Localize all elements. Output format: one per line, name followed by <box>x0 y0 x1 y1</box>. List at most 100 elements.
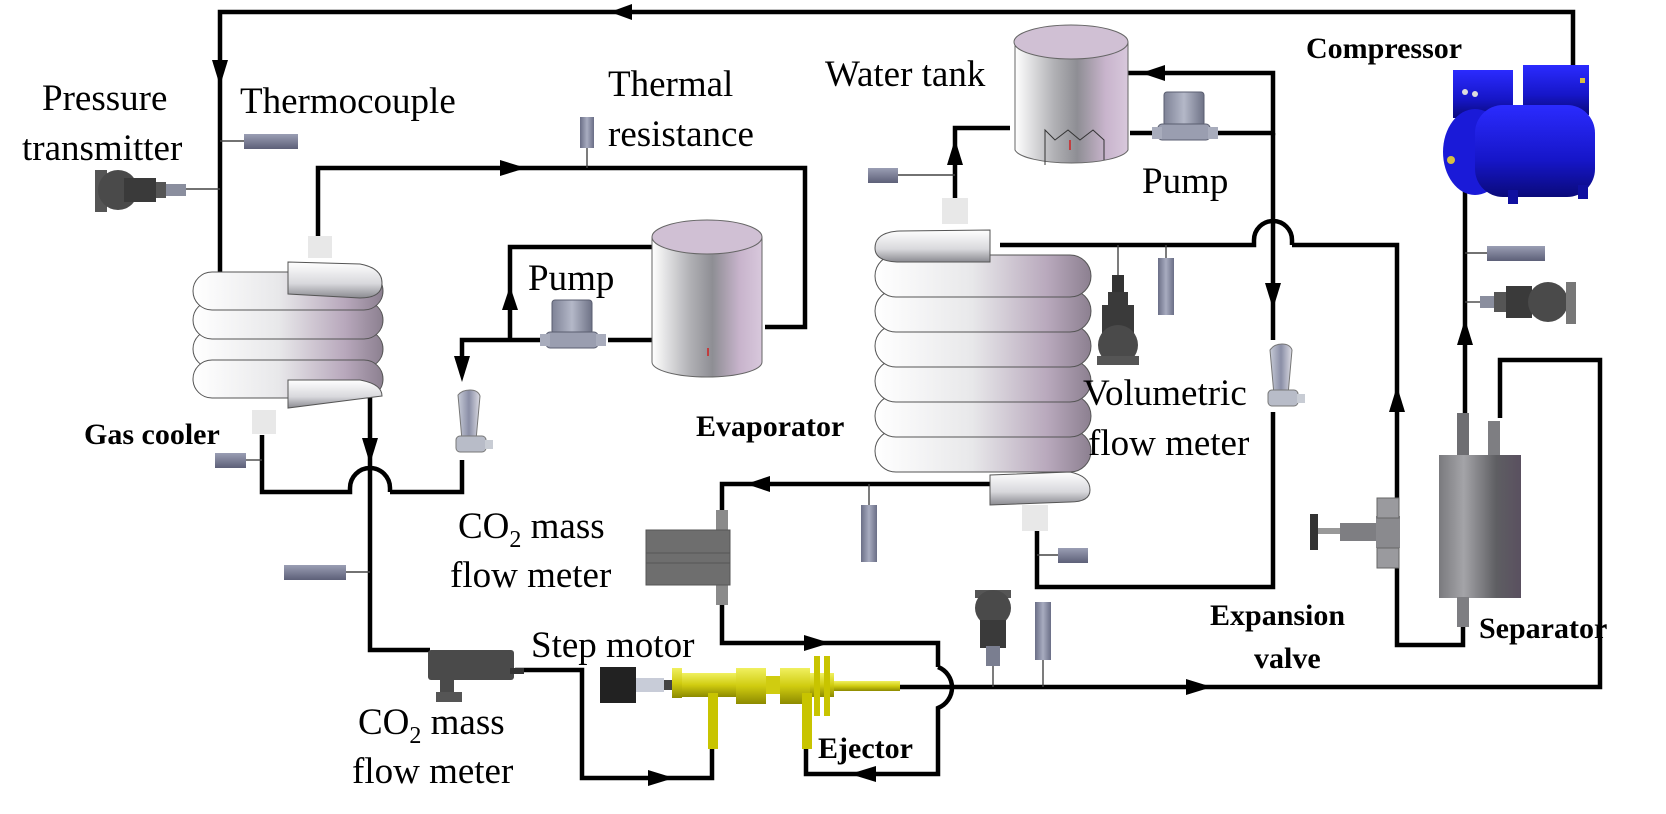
label-pump-left: Pump <box>528 258 614 299</box>
label-volumetric-flow-meter: Volumetric <box>1083 373 1247 414</box>
sensor-rod-icon <box>1058 548 1088 563</box>
label-pump-upper: Pump <box>1142 161 1228 202</box>
pressure-gauge-icon <box>1480 282 1576 324</box>
pump-icon <box>1152 91 1218 141</box>
pipe-cold-water-in <box>390 460 465 495</box>
label-expansion-valve: Expansion <box>1210 599 1345 632</box>
flow-arrow <box>212 60 228 86</box>
flow-arrow <box>1141 65 1165 81</box>
pipe-water-return <box>1034 412 1276 590</box>
label-thermocouple: Thermocouple <box>240 81 456 122</box>
sensor-rod-icon <box>1158 258 1174 315</box>
label-co2-mass-flow-meter-upper: CO2 mass <box>458 506 605 553</box>
flow-meter-icon <box>428 650 524 702</box>
pressure-gauge-icon <box>975 590 1011 666</box>
label-step-motor: Step motor <box>531 625 694 666</box>
label-ejector: Ejector <box>818 732 913 765</box>
label-co2-mass-flow-meter-lower: flow meter <box>352 751 513 792</box>
label-volumetric-flow-meter: flow meter <box>1088 423 1249 464</box>
label-water-tank: Water tank <box>825 54 986 95</box>
label-co2-mass-flow-meter-lower: CO2 mass <box>358 702 505 749</box>
sensor-rod-icon <box>244 134 298 149</box>
label-thermal-resistance: Thermal <box>608 64 733 105</box>
valve-icon <box>1310 497 1400 569</box>
sensor-rod-icon <box>580 117 594 148</box>
water-tank-left[interactable] <box>651 219 763 378</box>
pressure-transmitter-left[interactable] <box>95 170 186 212</box>
pressure-transmitter-compressor[interactable] <box>1480 282 1576 324</box>
pipe-gascooler-out <box>295 393 430 653</box>
volumetric-flow-meter-right[interactable] <box>1267 343 1305 407</box>
label-expansion-valve: valve <box>1254 642 1321 675</box>
co2-mass-flow-meter-lower[interactable] <box>428 650 524 702</box>
pump-icon <box>540 299 606 349</box>
flow-arrow <box>850 766 876 782</box>
flow-meter-icon <box>455 389 493 453</box>
sensor-rod-icon <box>1487 246 1545 261</box>
flow-arrow <box>500 160 526 176</box>
coil-heat-exchanger-icon <box>874 198 1092 531</box>
flow-arrow <box>1265 283 1281 309</box>
label-evaporator: Evaporator <box>696 410 844 443</box>
water-tank-upper[interactable] <box>1013 24 1129 165</box>
separator-vessel-icon <box>1439 413 1521 627</box>
sensor-rod-icon <box>215 453 246 468</box>
pipe-separator-liquid <box>1394 567 1466 648</box>
label-thermal-resistance: resistance <box>608 114 754 155</box>
pressure-gauge-icon <box>1097 275 1139 365</box>
pressure-gauge-icon <box>95 170 186 212</box>
flow-arrow <box>804 635 830 651</box>
cylinder-tank-icon <box>1013 24 1129 165</box>
flow-arrow <box>610 4 632 20</box>
cylinder-tank-icon <box>651 219 763 378</box>
sensor-rod-icon <box>861 505 877 562</box>
pipe-evap-hop <box>1000 218 1295 248</box>
sensor-leads <box>186 140 1487 687</box>
label-pressure-transmitter: Pressure <box>42 78 167 119</box>
pump-upper[interactable] <box>1152 91 1218 141</box>
coil-heat-exchanger-icon <box>192 236 384 434</box>
compressor-icon <box>1443 65 1595 204</box>
flow-arrow <box>502 286 518 310</box>
pipe-network <box>212 4 1603 786</box>
motor-icon <box>600 667 674 703</box>
flow-arrow <box>1457 319 1473 345</box>
flow-arrow <box>746 476 770 492</box>
flow-meter-icon <box>645 510 731 605</box>
pipe-evap-water-to-tank <box>952 125 1010 198</box>
label-pressure-transmitter: transmitter <box>22 128 182 169</box>
sensor-rod-icon <box>868 168 898 183</box>
pipe-hot-water-out <box>315 165 808 330</box>
pipe-pump-out <box>459 337 548 362</box>
compressor[interactable] <box>1443 65 1595 204</box>
pressure-transmitter-evaporator[interactable] <box>1097 275 1139 365</box>
step-motor[interactable] <box>600 667 674 703</box>
label-gas-cooler: Gas cooler <box>84 418 220 451</box>
pipe-ejector-hop <box>803 664 955 777</box>
flow-arrow <box>947 139 963 165</box>
flow-arrow <box>454 356 470 382</box>
pump-left[interactable] <box>540 299 606 349</box>
expansion-valve[interactable] <box>1310 497 1400 569</box>
pipe-valve-to-evaporator <box>1292 242 1400 500</box>
flow-arrow <box>1389 386 1405 412</box>
labels: Pressure transmitter Thermocouple Therma… <box>22 32 1607 792</box>
co2-mass-flow-meter-upper[interactable] <box>645 510 731 605</box>
separator[interactable] <box>1439 413 1521 627</box>
pipe-evaporator-out <box>719 481 990 510</box>
sensor-rod-icon <box>1035 602 1051 660</box>
pipe-crossover <box>259 435 393 495</box>
evaporator[interactable] <box>874 198 1092 531</box>
label-separator: Separator <box>1479 612 1607 645</box>
pressure-transmitter-ejector[interactable] <box>975 590 1011 666</box>
label-co2-mass-flow-meter-upper: flow meter <box>450 555 611 596</box>
flow-arrow <box>362 438 378 464</box>
volumetric-flow-meter-left[interactable] <box>455 389 493 453</box>
ejector-icon <box>672 656 900 749</box>
flow-meter-icon <box>1267 343 1305 407</box>
gas-cooler[interactable] <box>192 236 384 434</box>
pipe-to-ejector-primary <box>515 667 715 781</box>
ejector[interactable] <box>672 656 900 749</box>
label-compressor: Compressor <box>1306 32 1462 65</box>
pipe-ejector-outlet <box>895 357 1603 690</box>
